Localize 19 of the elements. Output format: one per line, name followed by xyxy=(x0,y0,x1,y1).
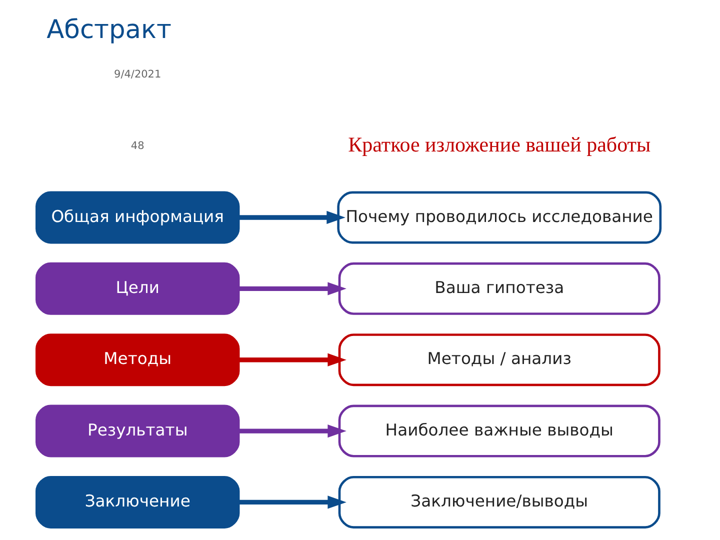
node-box: Заключение/выводы xyxy=(338,476,660,528)
label: 48 xyxy=(130,140,144,152)
arrow xyxy=(238,282,346,296)
node-box: Наиболее важные выводы xyxy=(338,404,660,458)
node-box: Почему проводилось исследование xyxy=(336,191,662,244)
label: Краткое изложение вашей работы xyxy=(348,132,650,156)
arrow xyxy=(238,496,346,509)
arrow xyxy=(238,424,346,438)
node-box: Заключение xyxy=(35,476,240,528)
node-box: Ваша гипотеза xyxy=(338,262,660,315)
node-box: Цели xyxy=(35,262,240,315)
arrow xyxy=(238,353,346,366)
node-box: Результаты xyxy=(35,404,240,458)
node-box: Методы / анализ xyxy=(338,334,660,386)
node-box: Методы xyxy=(35,334,240,386)
diagram-title: Абстракт xyxy=(46,14,171,45)
arrow xyxy=(238,210,345,224)
label: 9/4/2021 xyxy=(114,68,161,81)
node-box: Общая информация xyxy=(35,191,240,244)
